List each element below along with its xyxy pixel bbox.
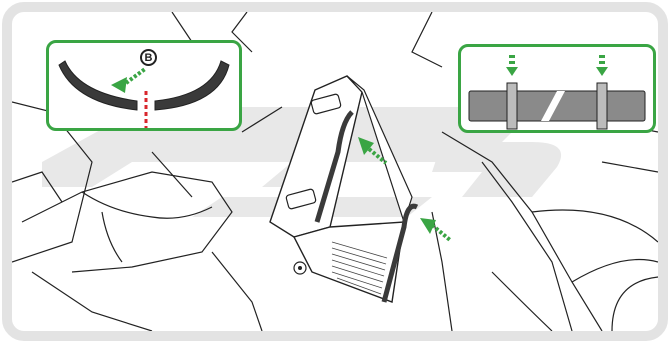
dashed-arrow-icon [506, 55, 608, 76]
dashed-arrow-icon [111, 69, 145, 93]
filter-strap-diagram [461, 47, 653, 130]
filter-strap-inset [458, 44, 656, 133]
callout-b-marker: B [140, 49, 157, 66]
seal-detail-inset: B [46, 40, 242, 131]
